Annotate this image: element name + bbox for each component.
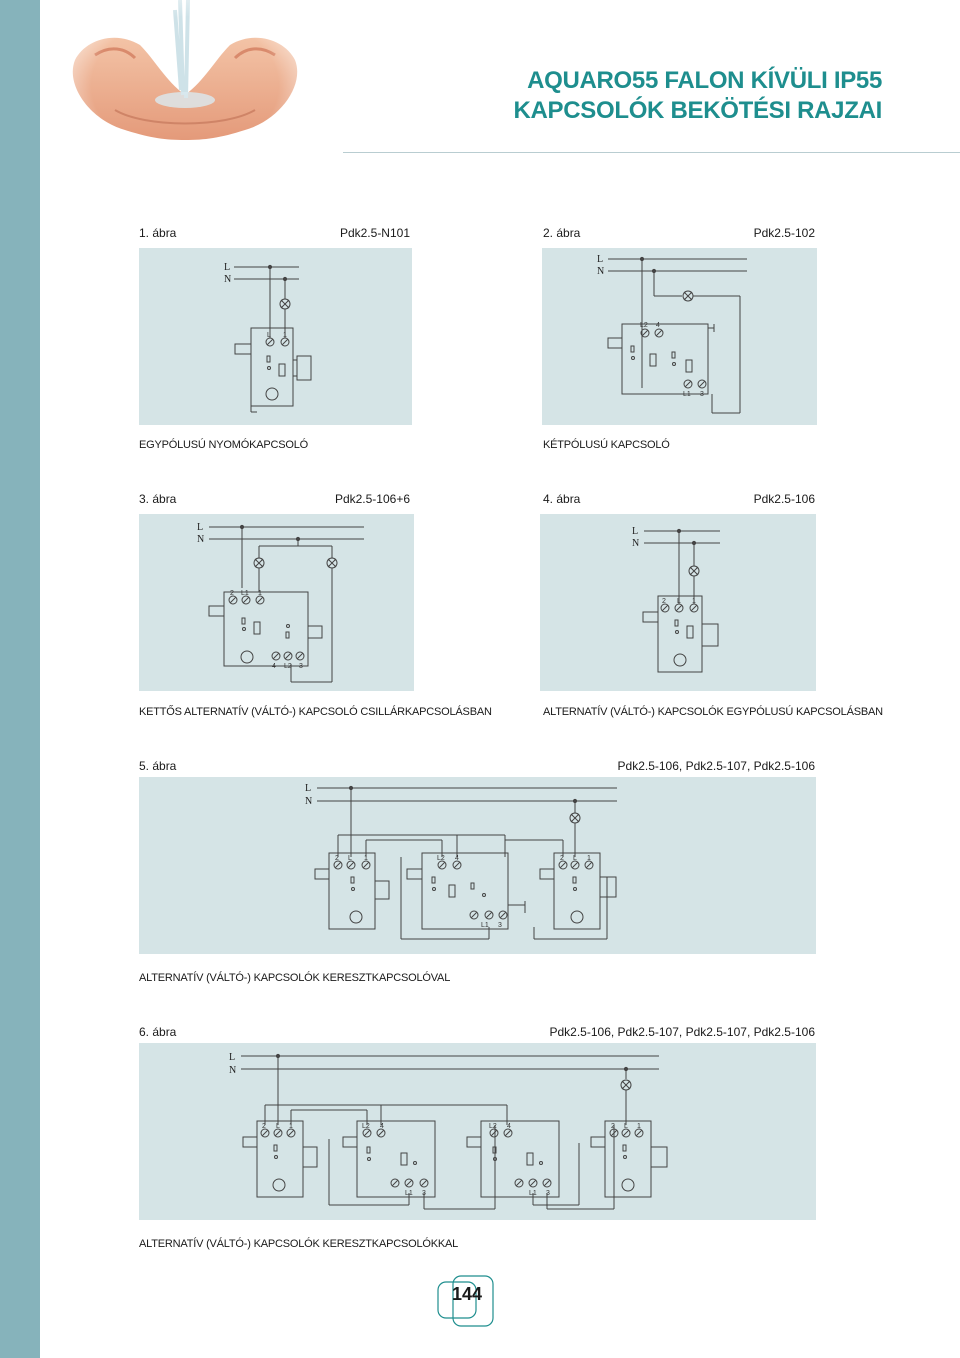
terminal-3: 3 — [299, 663, 303, 670]
terminal-3: 3 — [700, 391, 704, 398]
figure-6-label: 6. ábra — [139, 1025, 177, 1039]
terminal-L: L — [348, 855, 352, 862]
figure-3-label: 3. ábra — [139, 492, 177, 506]
terminal-4: 4 — [455, 855, 459, 862]
terminal-2: 2 — [335, 855, 339, 862]
terminal-L1: L1 — [241, 590, 249, 597]
figure-5-code: Pdk2.5-106, Pdk2.5-107, Pdk2.5-106 — [617, 759, 815, 773]
terminal-3: 3 — [546, 1190, 550, 1197]
wire-label-N: N — [224, 274, 231, 285]
terminal-4: 4 — [656, 322, 660, 329]
terminal-2: 2 — [262, 1123, 266, 1130]
figure-6-code: Pdk2.5-106, Pdk2.5-107, Pdk2.5-107, Pdk2… — [549, 1025, 815, 1039]
figure-4-diagram: L N 2 L 1 — [540, 514, 816, 691]
terminal-L: L — [624, 1123, 628, 1130]
figure-6-description: ALTERNATÍV (VÁLTÓ-) KAPCSOLÓK KERESZTKAP… — [139, 1238, 459, 1250]
terminal-2: 2 — [611, 1123, 615, 1130]
figure-3-diagram: L N 2 L1 1 4 L2 3 — [139, 514, 414, 691]
page-number-badge: 144 — [437, 1272, 497, 1328]
wire-label-N: N — [597, 266, 604, 277]
terminal-L1: L1 — [529, 1190, 537, 1197]
figure-2-diagram: L N L2 4 L1 3 — [542, 248, 817, 425]
terminal-1: 1 — [692, 598, 696, 605]
figure-5-diagram: L N 2 L 1 L2 4 — [139, 777, 816, 954]
terminal-1: 1 — [289, 1123, 293, 1130]
terminal-1: 1 — [587, 855, 591, 862]
figure-5-label: 5. ábra — [139, 759, 177, 773]
terminal-1: 1 — [637, 1123, 641, 1130]
figure-1-description: EGYPÓLUSÚ NYOMÓKAPCSOLÓ — [139, 439, 308, 451]
terminal-L: L — [573, 855, 577, 862]
terminal-3: 3 — [498, 922, 502, 929]
terminal-L2: L2 — [489, 1123, 497, 1130]
title-line-1: AQUARO55 FALON KÍVÜLI IP55 — [527, 67, 882, 94]
terminal-2: 2 — [230, 590, 234, 597]
hands-water-image — [55, 0, 315, 190]
terminal-L1: L1 — [683, 391, 691, 398]
page-number: 144 — [451, 1284, 483, 1304]
title-line-2: KAPCSOLÓK BEKÖTÉSI RAJZAI — [513, 97, 882, 124]
figure-5-description: ALTERNATÍV (VÁLTÓ-) KAPCSOLÓK KERESZTKAP… — [139, 972, 451, 984]
figure-1-code: Pdk2.5-N101 — [339, 226, 410, 240]
wire-label-L: L — [197, 522, 203, 533]
wire-label-N: N — [229, 1065, 236, 1076]
terminal-L1: L1 — [481, 922, 489, 929]
wire-label-L: L — [229, 1052, 235, 1063]
wire-label-L: L — [597, 254, 603, 265]
terminal-L2: L2 — [437, 855, 445, 862]
title-divider — [343, 152, 960, 153]
figure-1-label: 1. ábra — [139, 226, 177, 240]
page-number-frame-icon — [437, 1275, 494, 1327]
wire-label-N: N — [197, 534, 204, 545]
terminal-L2: L2 — [284, 663, 292, 670]
terminal-L: L — [276, 1123, 280, 1130]
terminal-1: 1 — [364, 855, 368, 862]
terminal-L2: L2 — [640, 322, 648, 329]
terminal-L1: L1 — [405, 1190, 413, 1197]
terminal-L2: L2 — [362, 1123, 370, 1130]
figure-3-code: Pdk2.5-106+6 — [334, 492, 410, 506]
page-title: AQUARO55 FALON KÍVÜLI IP55 KAPCSOLÓK BEK… — [513, 66, 882, 126]
wire-label-N: N — [632, 538, 639, 549]
terminal-L: L — [267, 332, 271, 339]
figure-6-diagram: L N 2 L 1 L2 4 L1 — [139, 1043, 816, 1220]
wire-label-L: L — [632, 526, 638, 537]
figure-3-description: KETTŐS ALTERNATÍV (VÁLTÓ-) KAPCSOLÓ CSIL… — [139, 706, 492, 718]
terminal-4: 4 — [380, 1123, 384, 1130]
figure-2-code: Pdk2.5-102 — [753, 226, 815, 240]
terminal-2: 2 — [662, 598, 666, 605]
terminal-4: 4 — [507, 1123, 511, 1130]
terminal-4: 4 — [272, 663, 276, 670]
wire-label-N: N — [305, 796, 312, 807]
figure-1-diagram: L N L 1 — [139, 248, 412, 425]
figure-4-code: Pdk2.5-106 — [753, 492, 815, 506]
sidebar-band — [0, 0, 40, 1358]
terminal-L: L — [677, 598, 681, 605]
figure-2-label: 2. ábra — [543, 226, 581, 240]
terminal-1: 1 — [258, 590, 262, 597]
terminal-3: 3 — [422, 1190, 426, 1197]
terminal-2: 2 — [560, 855, 564, 862]
wire-label-L: L — [224, 262, 230, 273]
wire-label-L: L — [305, 783, 311, 794]
terminal-1: 1 — [283, 332, 287, 339]
figure-2-description: KÉTPÓLUSÚ KAPCSOLÓ — [543, 439, 670, 451]
figure-4-label: 4. ábra — [543, 492, 581, 506]
figure-4-description: ALTERNATÍV (VÁLTÓ-) KAPCSOLÓK EGYPÓLUSÚ … — [543, 706, 883, 718]
